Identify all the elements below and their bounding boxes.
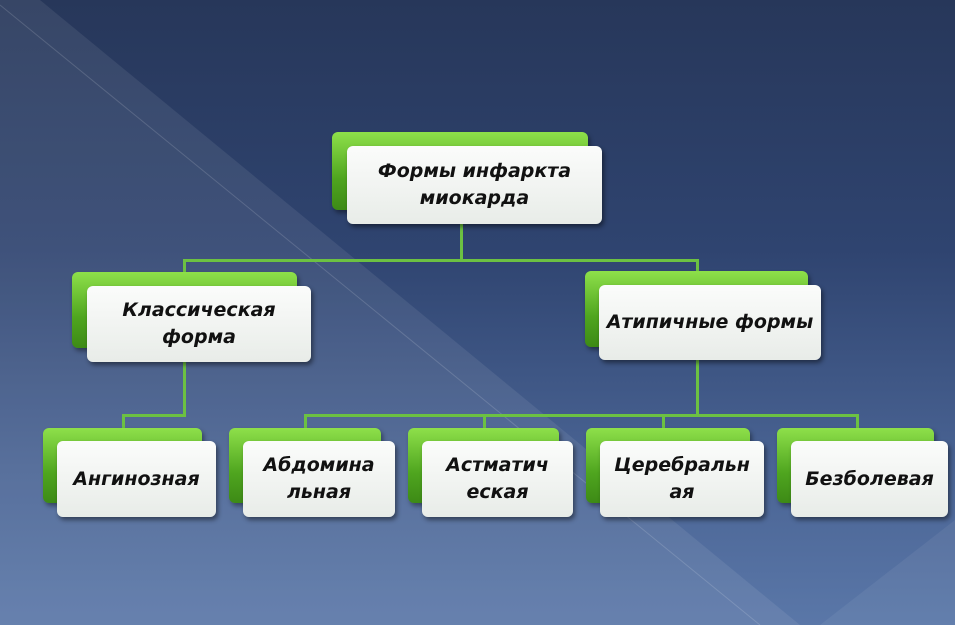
node-label: Классическая форма [122,299,276,348]
node-label: Атипичные формы [606,311,814,333]
connector [304,414,859,417]
connector [696,360,699,417]
cerebral-node: Церебральн ая [600,441,764,517]
connector [183,259,699,262]
node-label: Формы инфаркта миокарда [377,160,572,209]
asthmatic-node: Астматич еская [422,441,573,517]
node-label: Астматич еская [446,454,549,503]
connector [696,259,699,272]
connector [122,414,125,429]
connector [183,259,186,273]
connector [122,414,186,417]
abdominal-node: Абдомина льная [243,441,395,517]
connector [304,414,307,429]
connector [183,362,186,417]
connector [856,414,859,429]
classic-form-node: Классическая форма [87,286,311,362]
node-label: Безболевая [805,467,934,490]
connector [460,224,463,262]
anginal-node: Ангинозная [57,441,216,517]
node-label: Ангинозная [73,467,200,490]
painless-node: Безболевая [791,441,948,517]
connector [662,414,665,429]
atypical-forms-node: Атипичные формы [599,285,821,360]
connector [483,414,486,429]
root-node: Формы инфаркта миокарда [347,146,602,224]
node-label: Церебральн ая [614,454,750,503]
node-label: Абдомина льная [263,454,375,503]
